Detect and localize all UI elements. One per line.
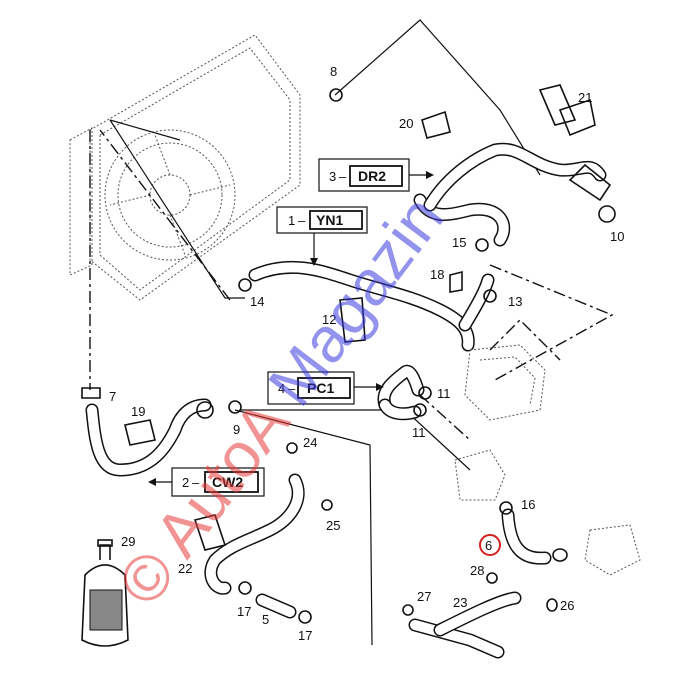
label-23: 23 (453, 595, 467, 610)
thermostat-housing (454, 449, 641, 576)
hose-22 (193, 473, 305, 595)
hose-6 (501, 508, 568, 565)
label-12: 12 (322, 312, 336, 327)
label-5: 5 (262, 612, 269, 627)
svg-text:–: – (192, 475, 200, 490)
callout-cw2: 2 – CW2 (148, 467, 265, 497)
callout-cw2-code: CW2 (212, 474, 243, 490)
label-10: 10 (610, 229, 624, 244)
hose-yn1 (248, 260, 495, 352)
label-15: 15 (452, 235, 466, 250)
callout-dr2-code: DR2 (358, 168, 386, 184)
label-7: 7 (109, 389, 116, 404)
radiator-fan-assembly (69, 34, 301, 301)
label-27: 27 (417, 589, 431, 604)
watermark: © AutoA Magazin (104, 182, 458, 618)
callout-pc1: 4 – PC1 (267, 371, 384, 405)
pipe-23 (408, 591, 558, 659)
label-8: 8 (330, 64, 337, 79)
svg-text:–: – (339, 169, 347, 184)
label-13: 13 (508, 294, 522, 309)
label-20: 20 (399, 116, 413, 131)
label-21: 21 (578, 90, 592, 105)
small-parts (81, 88, 616, 624)
hose-dr2 (413, 84, 612, 247)
expansion-tank (464, 344, 546, 421)
callout-cw2-number: 2 (182, 475, 189, 490)
hose-5 (255, 593, 297, 619)
label-24: 24 (303, 435, 317, 450)
label-28: 28 (470, 563, 484, 578)
routing-lines (89, 19, 614, 646)
label-18: 18 (430, 267, 444, 282)
part-labels: 8 21 20 10 15 18 13 14 12 7 19 9 24 11 1… (109, 64, 624, 643)
label-11b: 11 (412, 425, 426, 440)
label-9: 9 (233, 422, 240, 437)
coolant-bottle (81, 539, 129, 647)
label-11a: 11 (437, 386, 451, 401)
hose-pc1 (377, 364, 425, 421)
label-19: 19 (131, 404, 145, 419)
callout-yn1-code: YN1 (316, 212, 343, 228)
svg-text:–: – (288, 381, 296, 396)
hose-cw2 (85, 398, 212, 477)
label-26: 26 (560, 598, 574, 613)
highlight-circle-part-6 (479, 534, 501, 556)
callout-yn1: 1 – YN1 (276, 206, 368, 266)
label-29: 29 (121, 534, 135, 549)
callout-dr2-number: 3 (329, 169, 336, 184)
label-17a: 17 (237, 604, 251, 619)
label-14: 14 (250, 294, 264, 309)
label-6: 6 (485, 538, 492, 553)
callout-pc1-number: 4 (278, 381, 285, 396)
label-25: 25 (326, 518, 340, 533)
label-22: 22 (178, 561, 192, 576)
callout-dr2: 3 – DR2 (318, 158, 434, 192)
callout-yn1-number: 1 (288, 213, 295, 228)
callout-pc1-code: PC1 (307, 380, 334, 396)
label-17b: 17 (298, 628, 312, 643)
svg-text:–: – (298, 213, 306, 228)
watermark-text: © AutoA Magazin (104, 182, 458, 618)
label-16: 16 (521, 497, 535, 512)
